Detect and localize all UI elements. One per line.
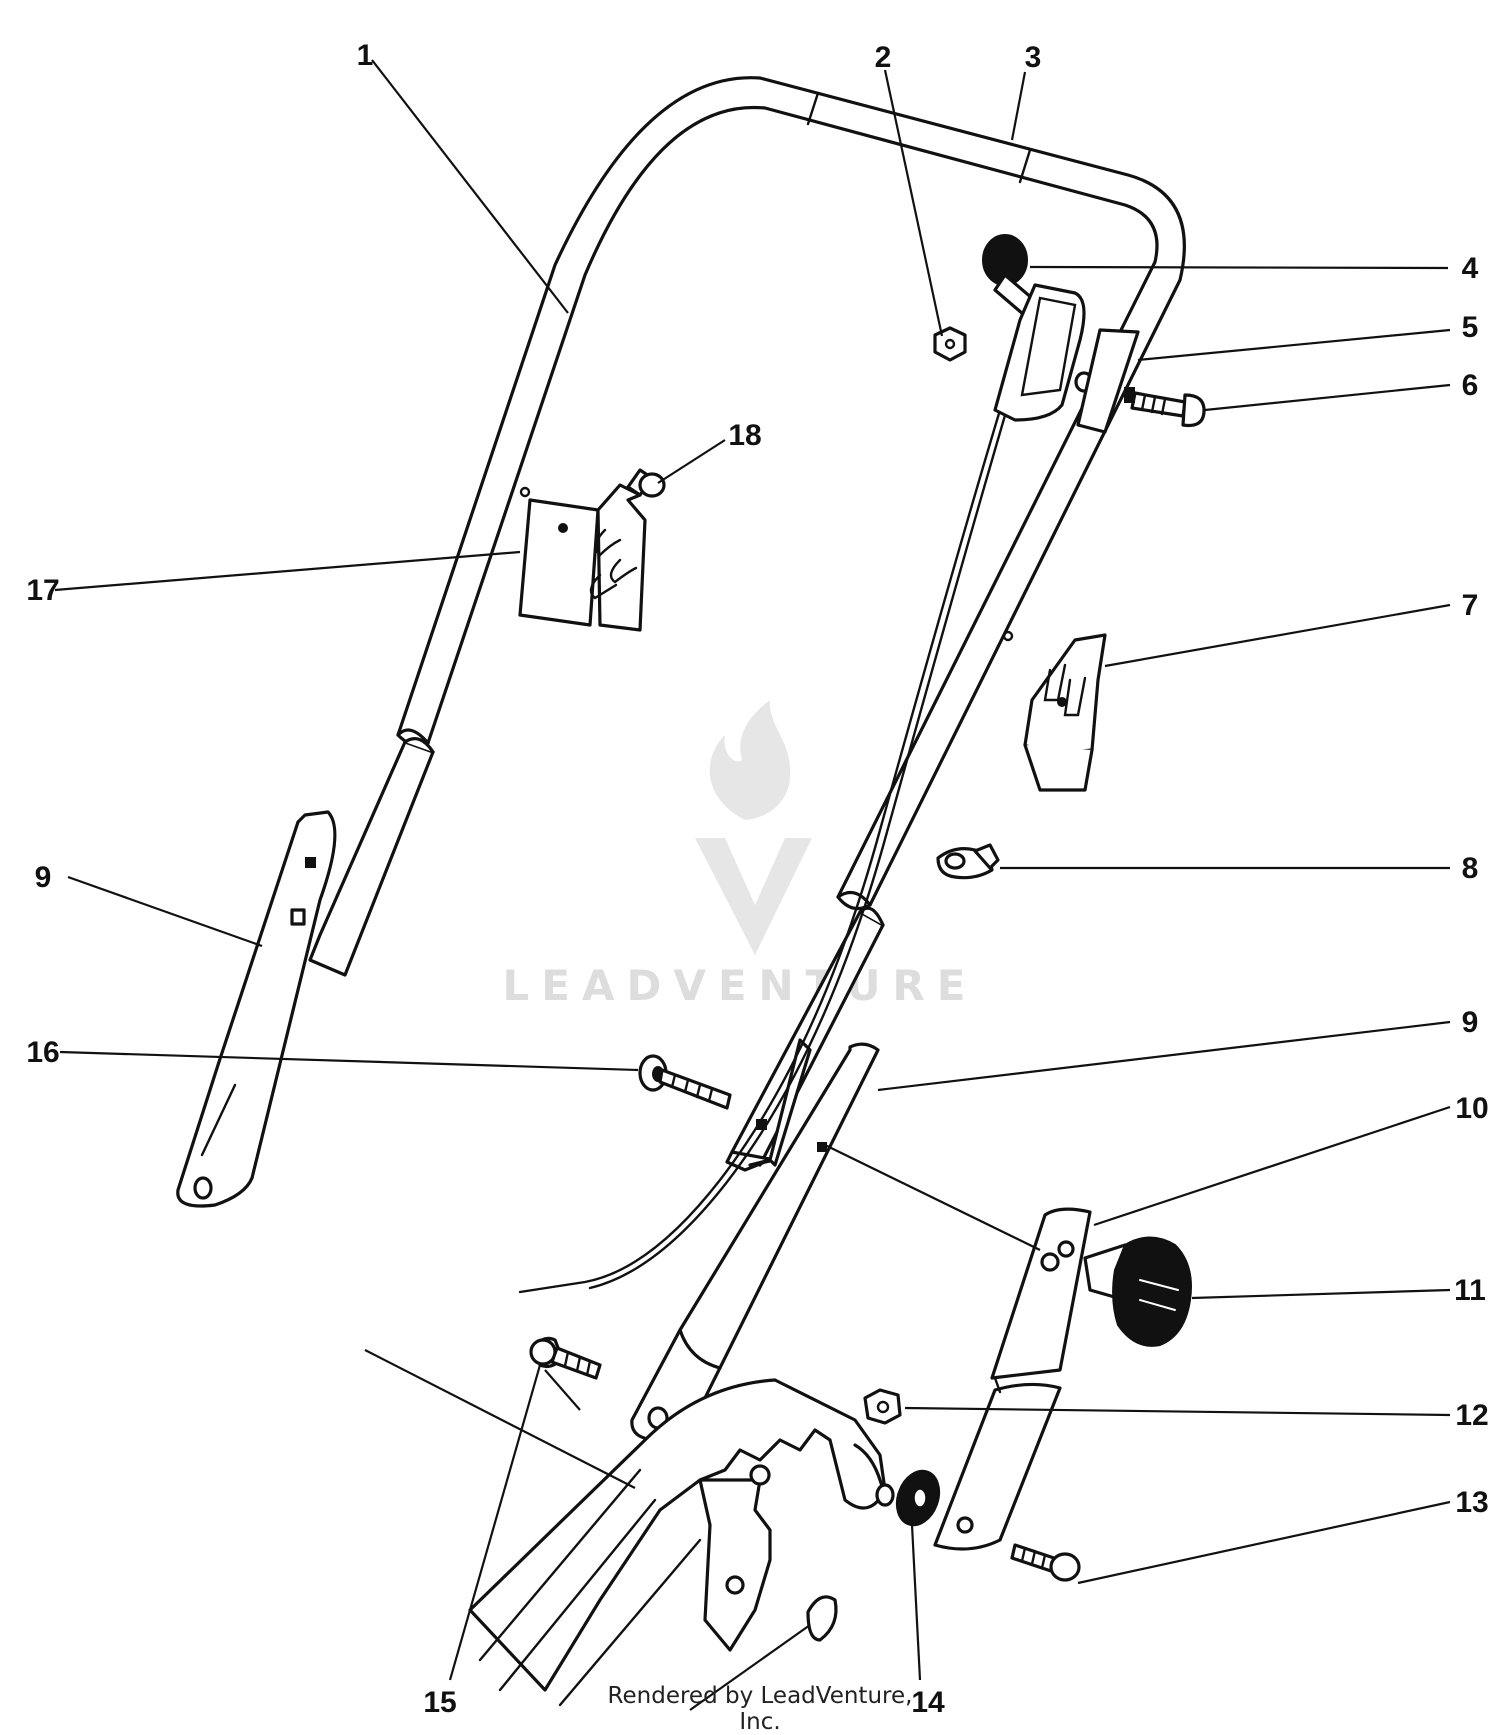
callout-label: 6 xyxy=(1462,369,1479,402)
handle-bracket-part-10 xyxy=(933,1207,1092,1551)
leader-lines xyxy=(54,59,1451,1711)
callout-labels: 1 2 3 4 5 6 7 8 9 9 10 11 12 13 14 15 16… xyxy=(26,39,1488,1719)
footer-credit: Rendered by LeadVenture, Inc. xyxy=(607,1683,913,1735)
callout-label: 3 xyxy=(1025,41,1042,74)
callout-label: 17 xyxy=(26,574,59,607)
throttle-control xyxy=(933,234,1140,434)
upper-handle-tube xyxy=(396,76,1186,907)
leadventure-watermark: LEADVENTURE xyxy=(503,700,978,1010)
bolt-part-13 xyxy=(1010,1543,1081,1582)
callout-label: 14 xyxy=(911,1686,945,1719)
cable-clamp-part-8 xyxy=(936,843,1000,880)
callout-label: 11 xyxy=(1454,1274,1486,1307)
mower-housing-bracket xyxy=(468,1378,895,1707)
callout-label: 13 xyxy=(1455,1486,1488,1519)
upper-handle-lower-sections xyxy=(308,737,885,1167)
star-knob-part-11 xyxy=(1083,1236,1192,1347)
cable-guide-right xyxy=(1002,630,1107,792)
bolt-part-6 xyxy=(1124,387,1206,428)
callout-label: 4 xyxy=(1462,252,1479,285)
control-bracket xyxy=(1076,328,1140,434)
callout-label: 2 xyxy=(875,41,892,74)
washer-part-14 xyxy=(895,1469,941,1527)
bolt-part-15 xyxy=(529,1336,602,1380)
cable-guide-left xyxy=(518,468,666,632)
lower-handle-right xyxy=(630,1038,880,1442)
hex-nut-part-12 xyxy=(863,1388,902,1425)
watermark-text: LEADVENTURE xyxy=(503,961,978,1010)
callout-label: 10 xyxy=(1455,1092,1488,1125)
lower-handle-left xyxy=(176,810,337,1208)
callout-label: 18 xyxy=(728,419,761,452)
callout-label: 9 xyxy=(35,861,52,894)
callout-label: 7 xyxy=(1462,589,1479,622)
control-cable xyxy=(518,408,1008,1294)
callout-label: 1 xyxy=(357,39,374,72)
v-logo-icon xyxy=(695,838,812,955)
bolt-part-16 xyxy=(638,1054,732,1110)
nut-part-2 xyxy=(933,326,967,362)
callout-label: 16 xyxy=(26,1036,59,1069)
callout-label: 5 xyxy=(1462,311,1479,344)
callout-label: 15 xyxy=(423,1686,456,1719)
flame-icon xyxy=(709,700,791,820)
callout-label: 9 xyxy=(1462,1006,1479,1039)
callout-label: 12 xyxy=(1455,1399,1488,1432)
callout-label: 8 xyxy=(1462,852,1479,885)
